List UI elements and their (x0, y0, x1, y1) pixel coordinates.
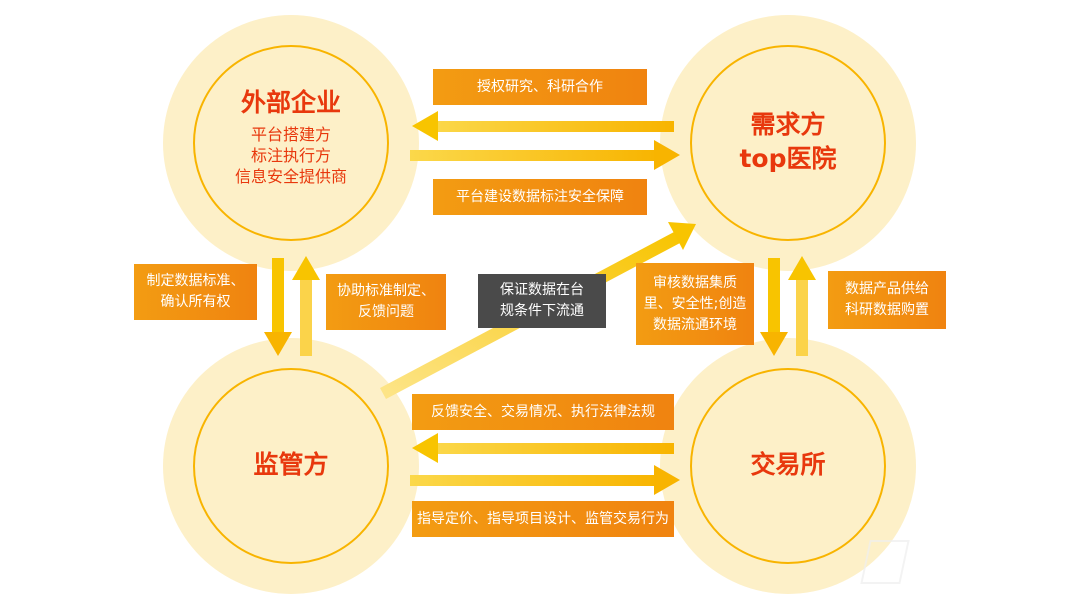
label-review: 审核数据集质 里、安全性;创造 数据流通环境 (636, 263, 754, 345)
label-supply-line2: 科研数据购置 (845, 302, 929, 318)
external-role-1: 平台搭建方 (250, 125, 331, 144)
arrow-exchange-to-regulator (412, 433, 674, 463)
label-guide: 指导定价、指导项目设计、监管交易行为 (412, 501, 674, 537)
label-platform-build-text: 平台建设数据标注安全保障 (456, 188, 624, 205)
label-platform-build: 平台建设数据标注安全保障 (433, 179, 647, 215)
regulator-node-ring (193, 368, 389, 564)
regulator-node: 监管方 (193, 448, 389, 482)
label-authorize: 授权研究、科研合作 (433, 69, 647, 105)
demand-node-ring (690, 45, 886, 241)
external-node-ring (193, 45, 389, 241)
label-feedback-text: 反馈安全、交易情况、执行法律法规 (431, 403, 655, 420)
label-standards-line1: 制定数据标准、 (146, 273, 245, 289)
exchange-node: 交易所 (690, 448, 886, 482)
external-role-3: 信息安全提供商 (234, 167, 347, 186)
label-assist-line2: 反馈问题 (358, 304, 414, 320)
external-node-title: 外部企业 (240, 88, 341, 117)
label-assist: 协助标准制定、 反馈问题 (326, 274, 446, 330)
label-supply: 数据产品供给 科研数据购置 (828, 271, 946, 329)
label-standards: 制定数据标准、 确认所有权 (134, 264, 257, 320)
arrow-exchange-to-demand (788, 256, 816, 356)
label-guide-text: 指导定价、指导项目设计、监管交易行为 (417, 510, 669, 527)
arrow-regulator-to-exchange (410, 465, 680, 495)
label-authorize-text: 授权研究、科研合作 (477, 78, 603, 95)
arrow-external-to-regulator (264, 258, 292, 356)
label-compliance-line2: 规条件下流通 (500, 303, 584, 319)
arrow-external-to-demand (410, 140, 680, 170)
exchange-node-ring (690, 368, 886, 564)
label-compliance: 保证数据在台 规条件下流通 (478, 274, 606, 328)
label-review-line2: 里、安全性;创造 (643, 295, 747, 312)
label-feedback: 反馈安全、交易情况、执行法律法规 (412, 394, 674, 430)
arrow-demand-to-external (412, 111, 674, 141)
regulator-node-title: 监管方 (253, 450, 329, 479)
label-compliance-line1: 保证数据在台 (500, 282, 584, 298)
demand-node: 需求方 top医院 (690, 108, 886, 176)
external-node: 外部企业 平台搭建方 标注执行方 信息安全提供商 (193, 86, 389, 187)
label-review-line3: 数据流通环境 (653, 316, 737, 333)
demand-node-subtitle: top医院 (739, 144, 837, 173)
external-role-2: 标注执行方 (250, 146, 331, 165)
label-standards-line2: 确认所有权 (160, 294, 231, 310)
arrow-regulator-to-external (292, 256, 320, 356)
arrow-demand-to-exchange (760, 258, 788, 356)
label-review-line1: 审核数据集质 (653, 274, 737, 291)
label-assist-line1: 协助标准制定、 (337, 283, 435, 299)
label-supply-line1: 数据产品供给 (845, 281, 929, 297)
exchange-node-title: 交易所 (750, 450, 826, 479)
demand-node-title: 需求方 (750, 110, 826, 139)
